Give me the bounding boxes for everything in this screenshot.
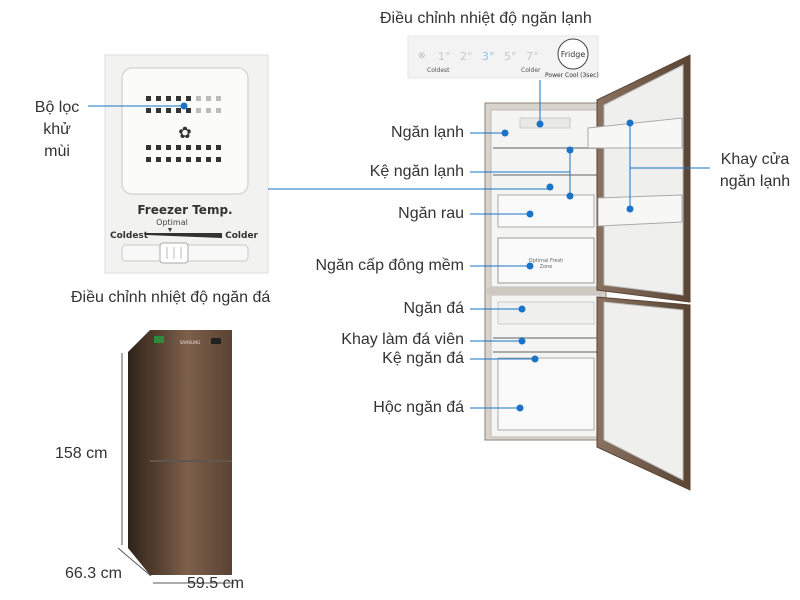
logo-badge-icon xyxy=(211,338,221,344)
vent-hole xyxy=(196,108,201,113)
vent-hole xyxy=(156,96,161,101)
callout-lines xyxy=(88,80,710,412)
lock-icon: ⊗ xyxy=(418,50,426,60)
label-ice-tray: Khay làm đá viên xyxy=(341,331,464,348)
fridge-control-panel: ⊗ 1° 2° 3° 5° 7° Coldest Colder Fridge P… xyxy=(407,35,599,79)
open-fridge-illustration: Optimal Fresh Zone xyxy=(484,54,691,491)
vent-hole xyxy=(196,145,201,150)
vent-hole xyxy=(146,96,151,101)
label-fridge-compartment: Ngăn lạnh xyxy=(391,124,464,141)
fresh-zone-line2: Zone xyxy=(540,264,553,270)
closed-fridge-illustration: SAMSUNG xyxy=(117,330,234,584)
vent-hole xyxy=(216,108,221,113)
vent-hole xyxy=(206,108,211,113)
temp-2: 2° xyxy=(460,50,473,63)
temp-7: 7° xyxy=(526,50,539,63)
vent-hole xyxy=(146,145,151,150)
vent-hole xyxy=(206,96,211,101)
optimal-arrow-icon: ▼ xyxy=(167,227,174,234)
depth-dimension-line xyxy=(117,547,152,577)
vent-hole xyxy=(196,96,201,101)
label-deodorizer: Bộ lọc khử mùi xyxy=(34,99,80,160)
deodorizer-symbol-icon: ✿ xyxy=(178,125,191,142)
vent-hole xyxy=(166,108,171,113)
vent-hole xyxy=(156,108,161,113)
freezer-panel-colder: Colder xyxy=(225,231,258,241)
label-fridge-shelf: Kệ ngăn lạnh xyxy=(369,163,464,180)
vent-hole xyxy=(186,108,191,113)
brand-logo: SAMSUNG xyxy=(180,340,200,345)
vent-hole xyxy=(166,96,171,101)
vent-hole xyxy=(196,157,201,162)
vent-hole xyxy=(176,108,181,113)
label-vegetable-drawer: Ngăn rau xyxy=(398,205,464,222)
vent-hole xyxy=(186,145,191,150)
temp-3: 3° xyxy=(482,50,495,63)
freezer-panel-optimal: Optimal xyxy=(156,218,188,227)
temp-wedge-scale xyxy=(146,233,222,238)
label-fridge-temp-control: Điều chỉnh nhiệt độ ngăn lạnh xyxy=(380,10,592,27)
vent-hole xyxy=(146,108,151,113)
vent-hole xyxy=(186,157,191,162)
energy-label-icon xyxy=(154,336,164,343)
label-width: 59.5 cm xyxy=(187,575,244,592)
vent-hole xyxy=(206,145,211,150)
vent-hole xyxy=(176,145,181,150)
vent-hole xyxy=(206,157,211,162)
fridge-button-label: Fridge xyxy=(561,50,586,59)
freezer-panel-title: Freezer Temp. xyxy=(137,203,232,217)
vent-hole xyxy=(216,157,221,162)
vent-hole xyxy=(166,145,171,150)
vent-hole xyxy=(216,96,221,101)
vent-hole xyxy=(176,96,181,101)
label-freezer-shelf: Kệ ngăn đá xyxy=(382,350,464,367)
fresh-zone-line1: Optimal Fresh xyxy=(529,258,564,264)
vent-hole xyxy=(186,96,191,101)
temp-1: 1° xyxy=(438,50,451,63)
panel-colder: Colder xyxy=(521,67,541,74)
label-depth: 66.3 cm xyxy=(65,565,122,582)
vent-hole xyxy=(156,157,161,162)
power-cool-label: Power Cool (3sec) xyxy=(545,72,599,79)
panel-coldest: Coldest xyxy=(427,67,450,74)
label-height: 158 cm xyxy=(55,445,108,462)
freezer-panel-coldest: Coldest xyxy=(110,231,149,241)
vent-hole xyxy=(166,157,171,162)
label-freezer-temp-control: Điều chỉnh nhiệt độ ngăn đá xyxy=(71,289,271,306)
label-freezer-compartment: Ngăn đá xyxy=(403,300,465,317)
temp-5: 5° xyxy=(504,50,517,63)
vent-hole xyxy=(146,157,151,162)
vent-hole xyxy=(156,145,161,150)
vent-hole xyxy=(176,157,181,162)
deodorizer-vent-grid xyxy=(146,96,221,162)
label-door-tray: Khay cửa ngăn lạnh xyxy=(719,151,791,190)
label-freezer-drawer: Hộc ngăn đá xyxy=(373,399,464,416)
vent-hole xyxy=(216,145,221,150)
fridge-button[interactable] xyxy=(557,38,589,70)
freezer-temp-panel: ✿ Freezer Temp. Optimal ▼ Coldest Colder xyxy=(104,54,269,274)
label-soft-freeze: Ngăn cấp đông mềm xyxy=(315,257,464,274)
